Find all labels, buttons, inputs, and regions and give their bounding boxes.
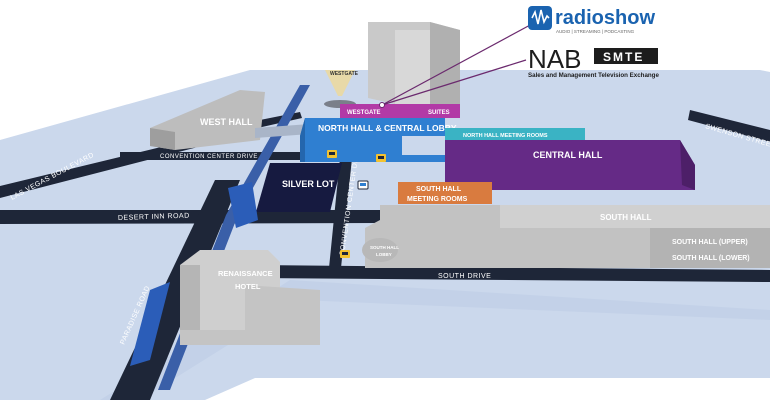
south-drive-label: SOUTH DRIVE [438,273,491,280]
westgate-suites: WESTGATE SUITES [340,104,460,118]
bus-icon [357,180,369,190]
westgate-sign-label: WESTGATE [330,71,359,77]
north-hall-meeting-rooms: NORTH HALL MEETING ROOMS [445,128,585,140]
radioshow-pointer-line [381,23,533,106]
south-hall-upper-label: SOUTH HALL (UPPER) [672,239,748,246]
taxi-icon [376,154,386,162]
west-hall: WEST HALL [150,90,265,150]
convention-center-drive-label: CONVENTION CENTER DRIVE [160,154,258,160]
renaissance-label-2: HOTEL [235,282,261,291]
north-hall-meeting-rooms-label: NORTH HALL MEETING ROOMS [463,133,548,139]
south-hall: SOUTH HALL SOUTH HALL LOBBY SOUTH HALL (… [362,205,770,268]
north-hall: NORTH HALL & CENTRAL LOBBY [300,118,470,162]
swenson-street-road [688,110,770,142]
silver-lot-label: SILVER LOT [282,179,335,189]
south-hall-lobby-label-1: SOUTH HALL [370,245,399,250]
renaissance-label-1: RENAISSANCE [218,269,273,278]
smte-badge: SMTE [603,50,644,64]
nab-name: NAB [528,44,581,74]
north-hall-label: NORTH HALL & CENTRAL LOBBY [318,123,457,133]
radioshow-name: radioshow [555,7,655,29]
westgate-tower [368,22,460,104]
central-hall-label: CENTRAL HALL [533,150,603,160]
south-hall-meeting-rooms: SOUTH HALL MEETING ROOMS [398,182,492,204]
monorail-train [130,182,258,366]
south-drive-road [250,265,770,282]
renaissance-hotel: RENAISSANCE HOTEL [180,250,320,345]
desert-inn-label: DESERT INN ROAD [118,212,190,222]
nab-smte-logo: NAB SMTE Sales and Management Television… [528,44,659,79]
south-hall-meeting-rooms-label-1: SOUTH HALL [416,186,462,193]
skybridge [255,124,310,138]
central-hall: CENTRAL HALL [445,140,695,190]
convention-drive-vertical-road [328,158,352,278]
location-marker [379,102,385,108]
nab-pointer-line [381,59,527,106]
radioshow-logo: radioshow AUDIO | STREAMING | PODCASTING [528,6,655,34]
silver-lot: SILVER LOT [256,163,342,212]
radioshow-tagline: AUDIO | STREAMING | PODCASTING [556,29,635,34]
taxi-icon [340,250,350,258]
south-hall-lower-label: SOUTH HALL (LOWER) [672,255,750,262]
west-hall-label: WEST HALL [200,117,253,127]
south-hall-meeting-rooms-label-2: MEETING ROOMS [407,196,468,203]
nab-subtitle: Sales and Management Television Exchange [528,72,659,79]
westgate-suites-label-left: WESTGATE [347,110,381,116]
south-hall-label: SOUTH HALL [600,213,652,222]
south-hall-lobby-label-2: LOBBY [376,252,392,257]
taxi-icon [327,150,337,158]
westgate-suites-label-right: SUITES [428,110,450,116]
